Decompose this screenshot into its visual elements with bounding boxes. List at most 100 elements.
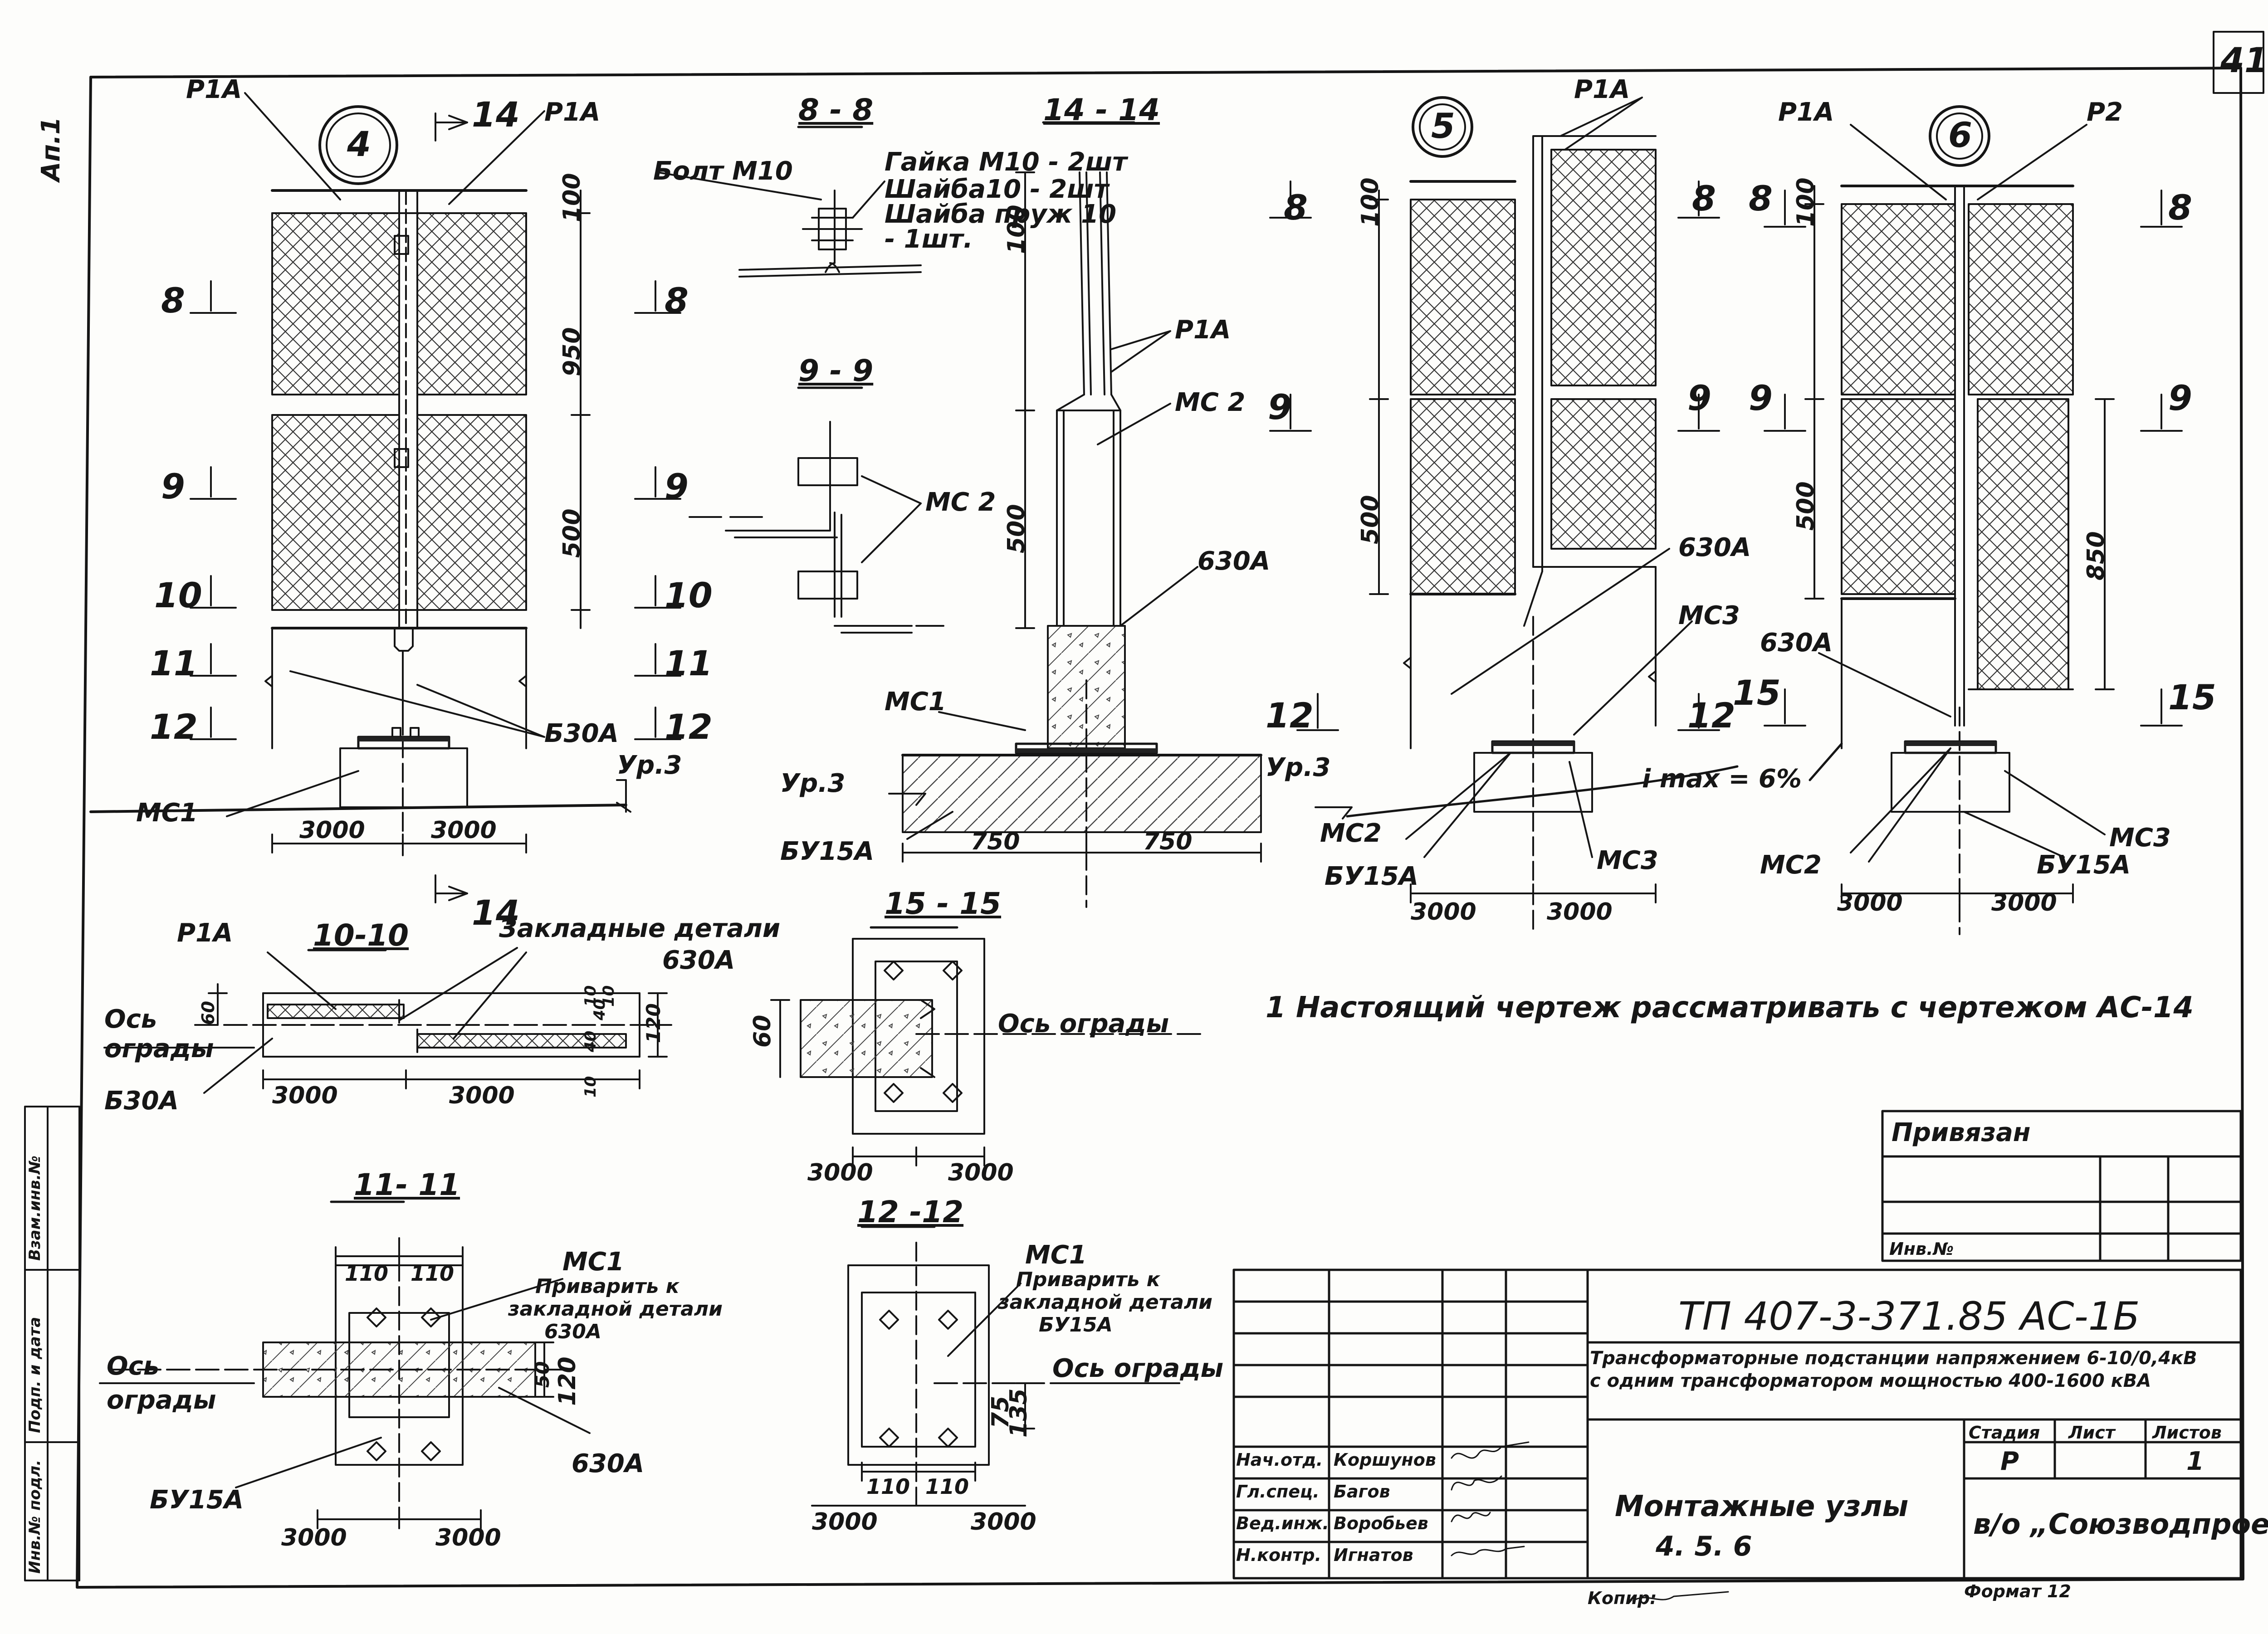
node-4-section-mark: 14 — [472, 94, 520, 135]
section-11-11-label: закладной детали — [508, 1297, 723, 1321]
section-9-9-label: МС 2 — [925, 488, 996, 517]
node-6-section-mark: 8 — [1749, 178, 1773, 219]
section-10-10-dim: 10 — [600, 985, 618, 1007]
section-10-10-label: 630А — [662, 946, 735, 975]
title-block-inv-no: Инв.№ — [1889, 1239, 1954, 1259]
section-12-12-label: БУ15А — [1039, 1313, 1113, 1336]
node-4-dim: 3000 — [299, 817, 365, 844]
section-8-8-label: Шайба пруж 10 — [885, 200, 1117, 229]
title-block-header: Листов — [2152, 1423, 2222, 1443]
section-8-8-title: 8 - 8 — [798, 93, 874, 127]
section-10-10-label: Ось — [104, 1005, 157, 1034]
section-11-11-dim: 3000 — [435, 1524, 501, 1551]
node-6-label: Р1А — [1778, 98, 1834, 127]
section-12-12-label: МС1 — [1025, 1240, 1087, 1270]
section-8-8-label: Шайба10 - 2шт — [885, 175, 1109, 204]
section-14-14-label: 630А — [1198, 546, 1271, 576]
sheet-frame — [76, 31, 2264, 1589]
section-14-14-graphic — [888, 121, 1262, 908]
section-15-15-label: Ось ограды — [998, 1009, 1169, 1039]
node-5-label: i max = 6% — [1642, 764, 1802, 794]
node-6-section-mark: 15 — [2168, 677, 2216, 717]
node-5-section-mark: 9 — [1268, 387, 1292, 427]
section-10-10-dim: 3000 — [272, 1082, 338, 1109]
section-11-11-label: БУ15А — [150, 1485, 244, 1515]
side-stamp-frame — [24, 1106, 80, 1581]
title-block-drawing-title: Монтажные узлы — [1615, 1490, 1909, 1523]
section-12-12-dim: 135 — [1005, 1388, 1032, 1438]
section-11-11-label: 630А — [572, 1449, 645, 1478]
node-4-section-mark: 11 — [665, 643, 713, 683]
title-block-drawing-title: 4. 5. 6 — [1656, 1531, 1752, 1562]
stamp-orig-inv: Инв.№ подл. — [26, 1459, 44, 1574]
node-5-number: 5 — [1431, 106, 1455, 146]
section-12-12-label: закладной детали — [998, 1291, 1212, 1314]
section-8-8-graphic — [657, 126, 922, 278]
node-6-graphic — [1764, 105, 2183, 935]
title-block-header: Стадия — [1969, 1423, 2040, 1443]
node-5-label: БУ15А — [1325, 862, 1419, 891]
section-14-14-label: БУ15А — [780, 837, 875, 866]
section-15-15-dim: 3000 — [948, 1159, 1014, 1186]
section-14-14-dim: 750 — [1143, 828, 1193, 855]
stamp-replaced-inv: Взам.инв.№ — [26, 1156, 44, 1261]
section-10-10-dim: 40 — [582, 1030, 600, 1052]
title-block-role: Нач.отд. — [1236, 1450, 1323, 1470]
section-8-8-label: Болт М10 — [653, 156, 793, 186]
node-4-number: 4 — [347, 124, 371, 164]
node-4-dim: 500 — [558, 508, 586, 558]
node-4-label: МС1 — [136, 798, 198, 828]
section-10-10-dim: 3000 — [449, 1082, 515, 1109]
node-6-section-mark: 9 — [1749, 378, 1773, 418]
node-4-section-mark: 9 — [161, 466, 185, 507]
section-8-8-label: Гайка М10 - 2шт — [885, 147, 1127, 177]
node-4-label: Ур.3 — [617, 751, 682, 780]
node-5-section-mark: 12 — [1266, 695, 1314, 736]
section-14-14-label: МС1 — [885, 687, 946, 717]
section-12-12-dim: 110 — [866, 1474, 910, 1499]
section-14-14-label: МС 2 — [1175, 388, 1246, 417]
section-12-12-dim: 3000 — [812, 1508, 878, 1536]
title-block-sheets: 1 — [2186, 1447, 2204, 1476]
node-4-label: Б30А — [544, 719, 619, 748]
section-8-8-label: - 1шт. — [885, 224, 973, 254]
node-4-section-mark: 10 — [154, 575, 202, 615]
stamp-sign-date: Подп. и дата — [26, 1317, 44, 1433]
section-11-11-dim: 120 — [554, 1356, 581, 1406]
node-5-label: Ур.3 — [1266, 753, 1331, 782]
section-11-11-dim: 110 — [411, 1261, 455, 1286]
title-block-name: Багов — [1334, 1482, 1390, 1502]
node-6-label: БУ15А — [2037, 850, 2131, 880]
section-11-11-dim: 50 — [531, 1361, 553, 1388]
node-5-section-mark: 9 — [1687, 378, 1711, 418]
title-block-frame — [1232, 1110, 2242, 1580]
node-5-section-mark: 12 — [1687, 695, 1735, 736]
section-14-14-title: 14 - 14 — [1043, 93, 1160, 127]
title-block-name: Игнатов — [1334, 1545, 1413, 1565]
section-9-9-title: 9 - 9 — [798, 353, 874, 388]
node-6-dim: 3000 — [1837, 889, 1903, 917]
title-block-description: с одним трансформатором мощностью 400-16… — [1590, 1371, 2151, 1391]
top-left-note: Ап.1 — [36, 117, 66, 181]
section-11-11-label: 630А — [544, 1320, 601, 1343]
node-4-dim: 950 — [558, 327, 586, 376]
section-10-10-label: Б30А — [104, 1086, 179, 1116]
section-10-10-dim: 60 — [198, 1001, 218, 1025]
section-12-12-graphic — [811, 1225, 1180, 1511]
section-11-11-dim: 3000 — [281, 1524, 347, 1551]
node-5-dim: 3000 — [1547, 898, 1613, 926]
section-14-14-dim: 750 — [971, 828, 1020, 855]
node-6-label: Р2 — [2087, 98, 2123, 127]
node-4-section-mark: 12 — [150, 707, 198, 747]
node-6-section-mark: 15 — [1733, 673, 1781, 713]
title-block-code: ТП 407-3-371.85 АС-1Б — [1678, 1294, 2140, 1339]
copied-by-label: Копир: — [1588, 1588, 1657, 1608]
node-6-dim: 100 — [1792, 177, 1819, 227]
node-5-dim: 100 — [1357, 177, 1384, 227]
section-12-12-label: Приварить к — [1016, 1268, 1160, 1291]
title-block-organization: в/о „Союзводпроект“ — [1973, 1507, 2268, 1541]
node-6-label: МС2 — [1760, 850, 1822, 880]
node-6-section-mark: 8 — [2168, 187, 2192, 228]
node-6-label: 630А — [1760, 628, 1833, 658]
